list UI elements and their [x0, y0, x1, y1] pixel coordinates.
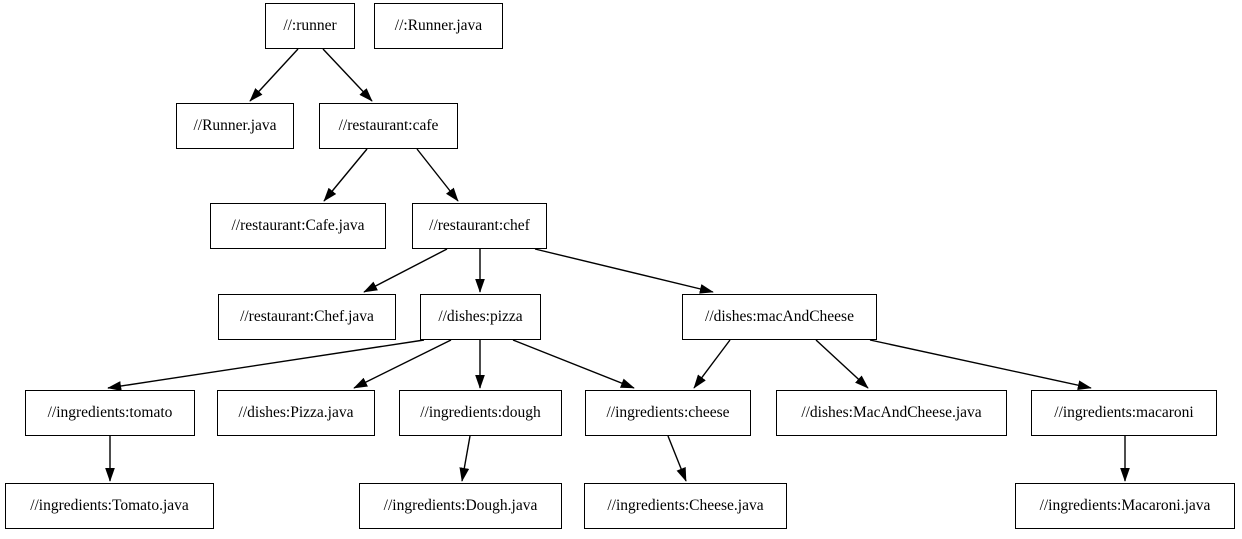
graph-node-label: //ingredients:Cheese.java: [607, 497, 764, 515]
graph-node-label: //:Runner.java: [394, 17, 483, 35]
graph-node-dishes_macandcheese[interactable]: //dishes:macAndCheese: [682, 294, 877, 340]
graph-node-label: //restaurant:chef: [429, 217, 530, 235]
graph-edge-restaurant_chef-to-dishes_macandcheese: [534, 248, 714, 294]
graph-node-label: //Runner.java: [193, 117, 277, 135]
graph-node-label: //ingredients:dough: [420, 404, 541, 422]
graph-node-ing_dough[interactable]: //ingredients:dough: [399, 390, 562, 436]
graph-node-runner_java[interactable]: //Runner.java: [176, 103, 294, 149]
graph-node-label: //ingredients:Dough.java: [383, 497, 538, 515]
graph-node-label: //dishes:Pizza.java: [238, 404, 354, 422]
graph-edge-runner-to-runner_java: [249, 48, 299, 102]
graph-node-ing_macaroni[interactable]: //ingredients:macaroni: [1031, 390, 1217, 436]
graph-edge-restaurant_cafe-to-restaurant_chef: [416, 148, 459, 202]
graph-node-label: //ingredients:cheese: [606, 404, 730, 422]
graph-node-label: //ingredients:Macaroni.java: [1039, 497, 1211, 515]
graph-node-label: //ingredients:Tomato.java: [30, 497, 189, 515]
graph-edge-ing_cheese-to-ing_cheese_java: [667, 435, 687, 482]
graph-node-label: //ingredients:macaroni: [1054, 404, 1194, 422]
graph-node-ing_cheese[interactable]: //ingredients:cheese: [585, 390, 751, 436]
graph-edge-dishes_pizza-to-dishes_pizza_java: [353, 339, 452, 389]
graph-node-label: //ingredients:tomato: [47, 404, 173, 422]
graph-node-ing_dough_java[interactable]: //ingredients:Dough.java: [359, 483, 562, 529]
graph-node-label: //restaurant:cafe: [338, 117, 439, 135]
graph-node-restaurant_cafe[interactable]: //restaurant:cafe: [319, 103, 458, 149]
graph-node-dishes_mac_java[interactable]: //dishes:MacAndCheese.java: [776, 390, 1007, 436]
graph-node-ing_tomato_java[interactable]: //ingredients:Tomato.java: [5, 483, 214, 529]
graph-edge-dishes_pizza-to-ing_tomato: [107, 339, 425, 391]
graph-node-label: //restaurant:Cafe.java: [231, 217, 365, 235]
graph-node-label: //restaurant:Chef.java: [240, 308, 374, 326]
graph-edge-runner-to-restaurant_cafe: [322, 48, 373, 102]
graph-edge-restaurant_cafe-to-restaurant_cafe_java: [323, 148, 368, 202]
graph-node-ing_cheese_java[interactable]: //ingredients:Cheese.java: [584, 483, 787, 529]
graph-node-label: //dishes:pizza: [438, 308, 523, 326]
graph-edge-dishes_pizza-to-ing_cheese: [512, 339, 635, 389]
graph-node-restaurant_chef[interactable]: //restaurant:chef: [412, 203, 547, 249]
graph-edge-dishes_macandcheese-to-dishes_mac_java: [815, 339, 869, 389]
graph-node-runner[interactable]: //:runner: [265, 3, 355, 49]
graph-node-dishes_pizza_java[interactable]: //dishes:Pizza.java: [217, 390, 375, 436]
graph-node-label: //:runner: [283, 17, 337, 35]
graph-node-restaurant_chef_java[interactable]: //restaurant:Chef.java: [218, 294, 396, 340]
graph-node-ing_tomato[interactable]: //ingredients:tomato: [25, 390, 195, 436]
graph-node-label: //dishes:macAndCheese: [705, 308, 854, 326]
graph-node-runner_java_root[interactable]: //:Runner.java: [374, 3, 503, 49]
graph-edge-dishes_macandcheese-to-ing_cheese: [693, 339, 731, 389]
graph-node-restaurant_cafe_java[interactable]: //restaurant:Cafe.java: [210, 203, 386, 249]
graph-node-label: //dishes:MacAndCheese.java: [801, 404, 982, 422]
graph-edge-ing_dough-to-ing_dough_java: [459, 435, 471, 482]
graph-node-ing_macaroni_java[interactable]: //ingredients:Macaroni.java: [1015, 483, 1235, 529]
graph-node-dishes_pizza[interactable]: //dishes:pizza: [420, 294, 541, 340]
graph-edge-restaurant_chef-to-restaurant_chef_java: [363, 248, 448, 293]
graph-edge-dishes_macandcheese-to-ing_macaroni: [869, 339, 1092, 390]
